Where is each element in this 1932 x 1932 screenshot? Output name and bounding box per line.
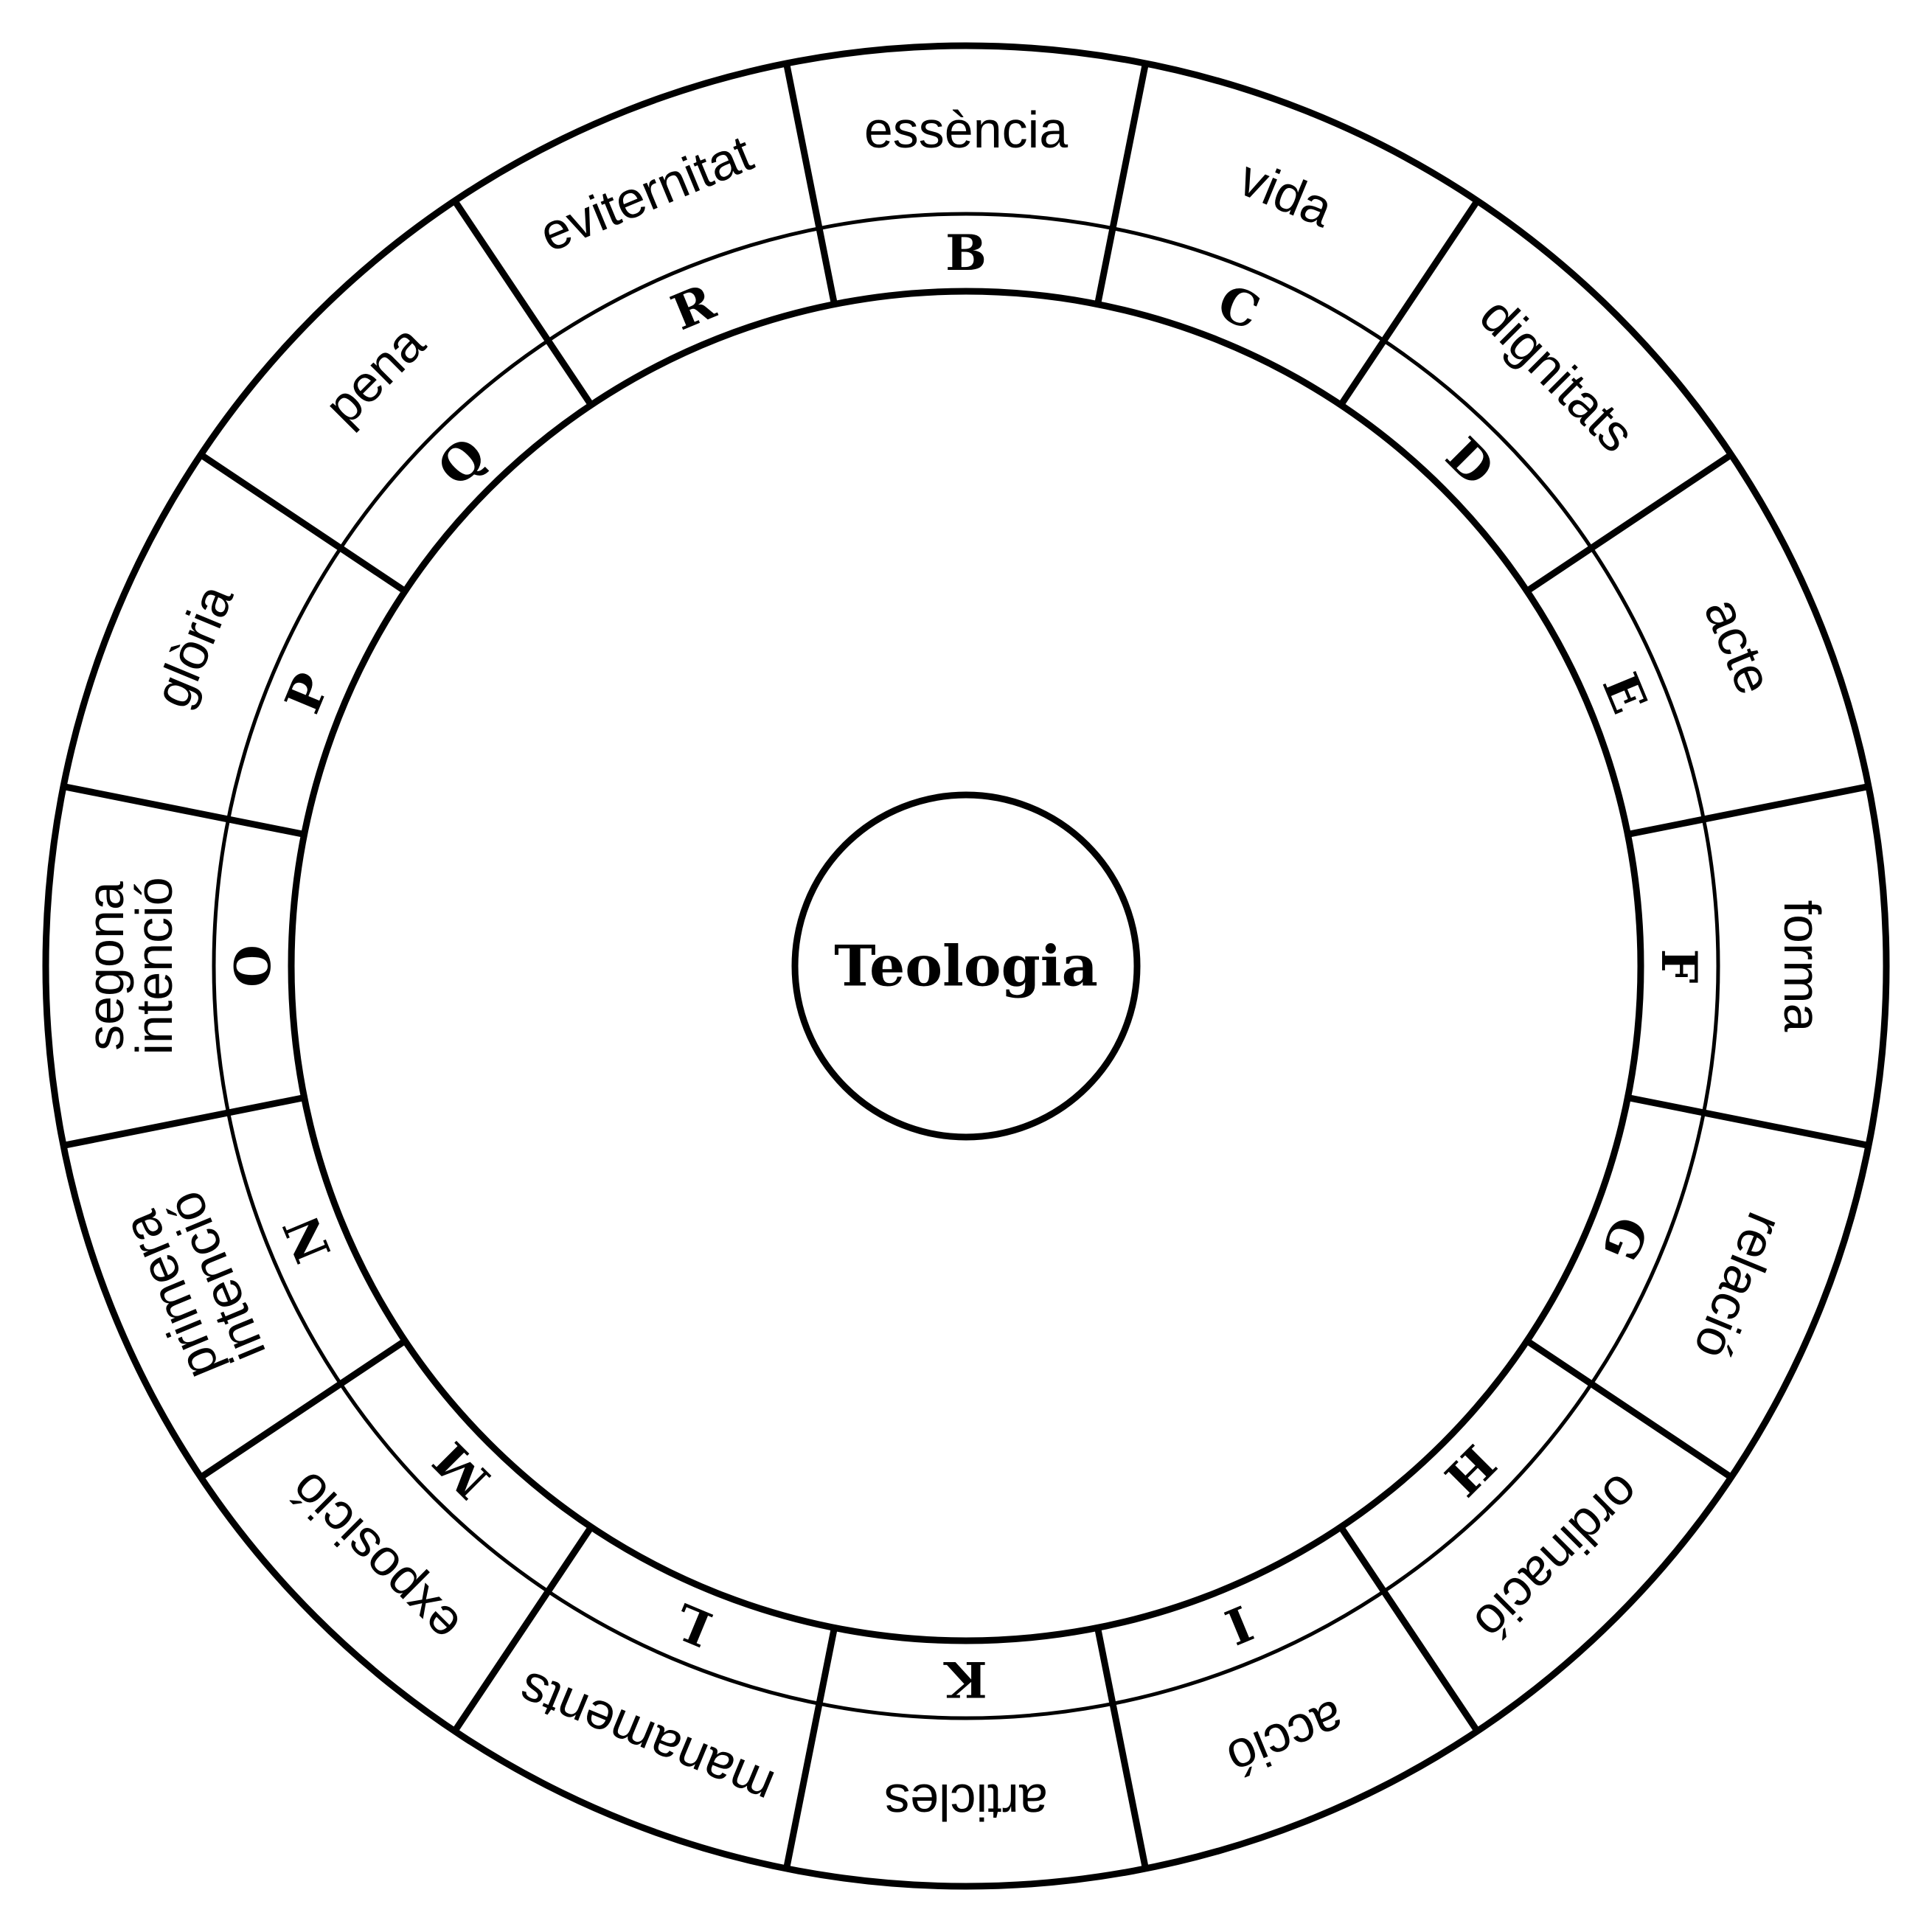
- segment-label-line: acció: [1220, 1689, 1353, 1788]
- segment-label: relació: [1683, 1205, 1794, 1367]
- segment-label: articles: [884, 1773, 1048, 1831]
- middle-ring: [212, 212, 1720, 1720]
- segment-letter: L: [667, 1591, 720, 1658]
- center-label: Teologia: [834, 934, 1098, 999]
- inner-ring: [288, 288, 1644, 1644]
- segment-letter: Q: [426, 426, 497, 497]
- segment-label-line: intenció: [125, 877, 183, 1054]
- segment-divider: [451, 198, 594, 407]
- segment-divider: [198, 451, 407, 594]
- segment-label: acte: [1693, 590, 1784, 702]
- segment-letter: D: [1435, 426, 1506, 497]
- segment-label-line: ordinació: [1463, 1463, 1652, 1652]
- segment-label-line: eviternitat: [532, 124, 760, 263]
- segment-letter: R: [664, 273, 724, 341]
- segment-label: vida: [1231, 149, 1341, 238]
- segment-divider: [1627, 1094, 1869, 1149]
- segment-divider: [1338, 198, 1481, 407]
- segment-divider: [63, 783, 305, 838]
- segment-letter: P: [274, 665, 341, 721]
- segment-label: acció: [1220, 1689, 1353, 1788]
- segment-letter: I: [1217, 1594, 1260, 1655]
- segment-letter: B: [945, 224, 987, 282]
- segment-label: forma: [1773, 900, 1831, 1032]
- outer-ring: [42, 42, 1890, 1890]
- segment-label-line: articles: [884, 1773, 1048, 1831]
- segment-label-line: pena: [314, 313, 436, 435]
- segment-divider: [1094, 1627, 1149, 1869]
- segment-label-line: glòria: [143, 577, 245, 715]
- segment-letter: G: [1591, 1209, 1660, 1269]
- segment-label-line: acte: [1693, 590, 1784, 702]
- segment-divider: [1525, 451, 1734, 594]
- segment-label-line: essència: [864, 101, 1068, 159]
- segment-letter: N: [272, 1207, 342, 1271]
- segment-letter: E: [1591, 665, 1658, 721]
- segment-divider: [1338, 1525, 1481, 1734]
- segment-label-line: forma: [1773, 900, 1831, 1032]
- segment-dividers: [63, 63, 1869, 1869]
- segment-divider: [63, 1094, 305, 1149]
- segment-label: glòria: [143, 577, 245, 715]
- segment-letter: K: [943, 1650, 987, 1708]
- segment-divider: [1627, 783, 1869, 838]
- segment-letter: F: [1650, 949, 1708, 984]
- segment-label: pena: [314, 313, 436, 435]
- segment-label-line: vida: [1231, 149, 1341, 238]
- segment-label: ordinació: [1463, 1463, 1652, 1652]
- segment-letter: C: [1210, 274, 1268, 341]
- segment-divider: [1525, 1338, 1734, 1481]
- segment-label-line: dignitats: [1469, 286, 1646, 463]
- segment-label: dignitats: [1469, 286, 1646, 463]
- segment-letter: O: [224, 945, 282, 987]
- segment-label: eviternitat: [532, 124, 760, 263]
- segment-divider: [1094, 63, 1149, 305]
- segment-label: essència: [864, 101, 1068, 159]
- center-circle: [791, 791, 1141, 1141]
- segment-label-line: segona: [77, 881, 134, 1051]
- segment-divider: [198, 1338, 407, 1481]
- segment-divider: [783, 63, 838, 305]
- segment-label-line: relació: [1683, 1205, 1794, 1367]
- wheel-rings: [42, 42, 1890, 1890]
- segment-divider: [783, 1627, 838, 1869]
- segment-label: segonaintenció: [77, 877, 183, 1054]
- segment-divider: [451, 1525, 594, 1734]
